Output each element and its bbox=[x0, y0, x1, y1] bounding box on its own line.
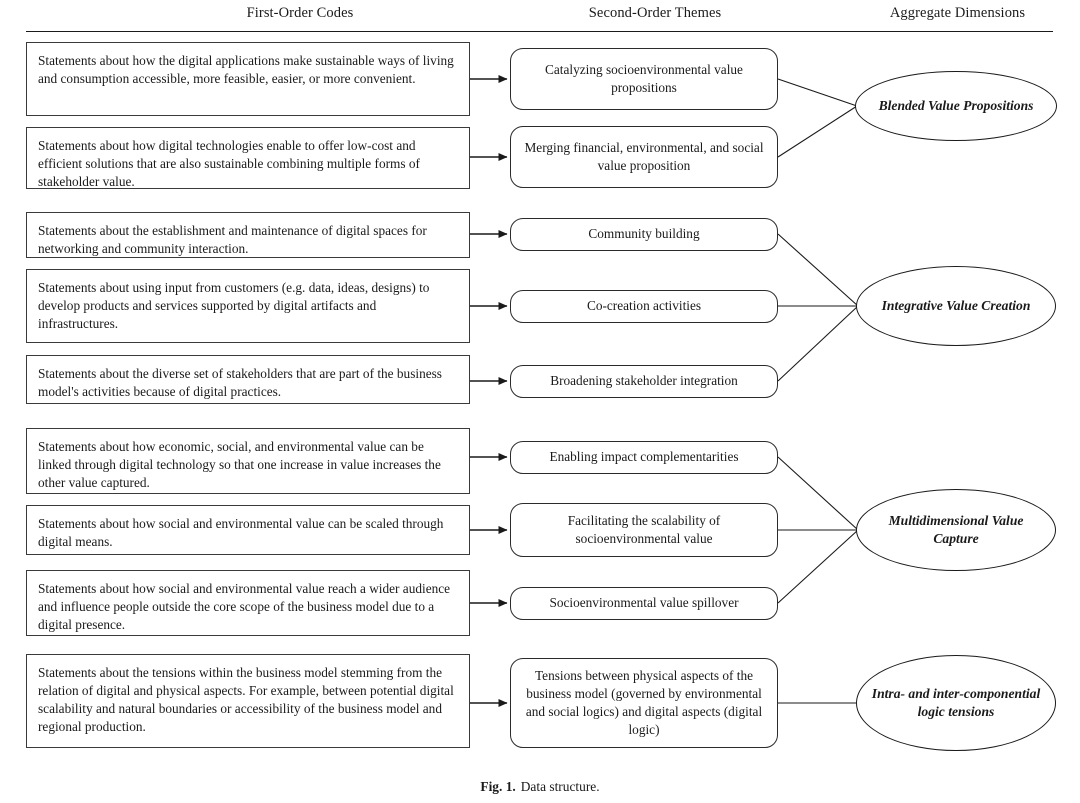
second-order-theme-box: Catalyzing socioenvironmental value prop… bbox=[510, 48, 778, 110]
second-order-theme-box: Enabling impact complementarities bbox=[510, 441, 778, 474]
aggregate-dimension-ellipse: Integrative Value Creation bbox=[856, 266, 1056, 346]
second-order-theme-box: Broadening stakeholder integration bbox=[510, 365, 778, 398]
column-header-first-order: First-Order Codes bbox=[246, 5, 354, 21]
link-so8-ad3 bbox=[777, 529, 859, 604]
column-header-second-order: Second-Order Themes bbox=[588, 5, 722, 21]
figure-caption: Fig. 1. Data structure. bbox=[0, 779, 1080, 795]
first-order-code-box: Statements about the tensions within the… bbox=[26, 654, 470, 748]
second-order-theme-box: Tensions between physical aspects of the… bbox=[510, 658, 778, 748]
first-order-code-box: Statements about how economic, social, a… bbox=[26, 428, 470, 494]
second-order-theme-box: Facilitating the scalability of socioenv… bbox=[510, 503, 778, 557]
column-header-aggregate: Aggregate Dimensions bbox=[889, 5, 1026, 21]
link-so2-ad1 bbox=[777, 105, 858, 158]
aggregate-dimension-ellipse: Multidimensional Value Capture bbox=[856, 489, 1056, 571]
first-order-code-box: Statements about using input from custom… bbox=[26, 269, 470, 343]
first-order-code-box: Statements about how social and environm… bbox=[26, 505, 470, 555]
first-order-code-box: Statements about the establishment and m… bbox=[26, 212, 470, 258]
aggregate-dimension-ellipse: Intra- and inter-componential logic tens… bbox=[856, 655, 1056, 751]
first-order-code-box: Statements about how the digital applica… bbox=[26, 42, 470, 116]
link-so6-ad3 bbox=[777, 456, 859, 531]
second-order-theme-box: Co-creation activities bbox=[510, 290, 778, 323]
figure-caption-text: Data structure. bbox=[520, 779, 600, 794]
figure-caption-label: Fig. 1. bbox=[480, 779, 516, 794]
header-divider-rule bbox=[26, 31, 1053, 32]
link-so3-ad2 bbox=[777, 233, 859, 307]
first-order-code-box: Statements about how digital technologie… bbox=[26, 127, 470, 189]
aggregate-dimension-ellipse: Blended Value Propositions bbox=[855, 71, 1057, 141]
link-so1-ad1 bbox=[777, 78, 858, 107]
first-order-code-box: Statements about how social and environm… bbox=[26, 570, 470, 636]
link-so5-ad2 bbox=[777, 305, 859, 382]
second-order-theme-box: Merging financial, environmental, and so… bbox=[510, 126, 778, 188]
second-order-theme-box: Community building bbox=[510, 218, 778, 251]
first-order-code-box: Statements about the diverse set of stak… bbox=[26, 355, 470, 404]
second-order-theme-box: Socioenvironmental value spillover bbox=[510, 587, 778, 620]
